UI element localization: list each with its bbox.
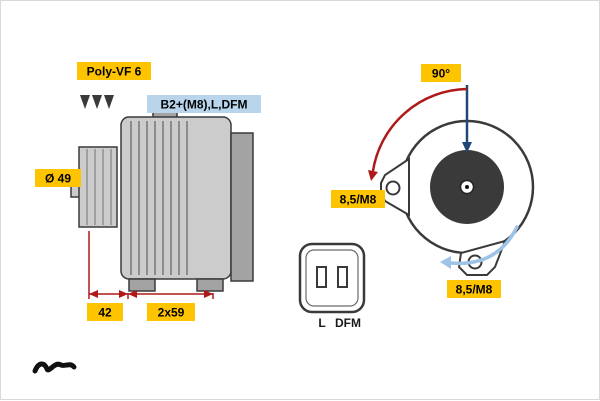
mount-hole-left-label-bg bbox=[331, 190, 385, 208]
dimension-arrowheads bbox=[89, 290, 213, 298]
rear-cover bbox=[230, 132, 254, 282]
mount-hole-bottom-label: 8,5/M8 bbox=[456, 283, 493, 297]
terminal-spec-label-bg bbox=[147, 95, 261, 113]
cooling-fins bbox=[130, 121, 188, 275]
connector-housing-inner bbox=[305, 249, 359, 307]
alternator-housing-side-view bbox=[120, 104, 254, 292]
dim-42-label: 42 bbox=[98, 306, 112, 320]
pulley-grooves bbox=[86, 149, 112, 225]
dimension-lines bbox=[88, 231, 214, 299]
dim-2x59-label-bg bbox=[147, 303, 195, 321]
dim-42-label-bg bbox=[87, 303, 123, 321]
alternator-rear-view bbox=[380, 119, 535, 276]
connector-detail: L DFM bbox=[298, 242, 366, 330]
dim-2x59-label: 2x59 bbox=[158, 306, 185, 320]
mounting-angle-label: 90° bbox=[432, 67, 450, 81]
housing-body bbox=[120, 116, 232, 280]
rotation-direction-arrowhead bbox=[440, 256, 451, 269]
mount-foot-right bbox=[196, 278, 224, 292]
dim-arrow-right-out bbox=[204, 290, 213, 298]
terminal-spec-label: B2+(M8),L,DFM bbox=[161, 98, 248, 112]
mounting-angle-label-bg bbox=[421, 64, 461, 82]
mount-hole-bottom-label-bg bbox=[447, 280, 501, 298]
belt-type-label-bg bbox=[77, 62, 151, 80]
shaft-center-dot bbox=[465, 185, 469, 189]
vertical-axis-arrowhead bbox=[462, 142, 472, 153]
connector-pin-l bbox=[316, 266, 327, 288]
pulley-diameter-label-bg bbox=[35, 169, 81, 187]
callout-labels: Poly-VF 6 B2+(M8),L,DFM Ø 49 42 2x59 90°… bbox=[35, 62, 501, 321]
pulley-side-view bbox=[70, 146, 118, 228]
angle-arc-arrowhead bbox=[368, 170, 378, 181]
dim-arrow-mid-right bbox=[119, 290, 128, 298]
belt-profile-icon bbox=[80, 95, 114, 109]
connector-pin-dfm-label: DFM bbox=[335, 316, 361, 330]
alternator-side-view bbox=[70, 104, 254, 292]
mount-hole-left-label: 8,5/M8 bbox=[340, 193, 377, 207]
angle-arc-90 bbox=[371, 87, 468, 172]
corner-print-mark bbox=[32, 361, 77, 374]
connector-pin-l-label: L bbox=[318, 316, 325, 330]
pulley-diameter-label: Ø 49 bbox=[45, 172, 71, 186]
mount-foot-left bbox=[128, 278, 156, 292]
belt-type-label: Poly-VF 6 bbox=[87, 65, 142, 79]
dim-arrow-left-out bbox=[89, 290, 98, 298]
connector-housing-outer bbox=[298, 242, 366, 314]
rotation-direction-arc bbox=[449, 225, 519, 266]
dim-arrow-mid-left bbox=[128, 290, 137, 298]
connector-pin-dfm bbox=[337, 266, 348, 288]
mount-hole-left bbox=[385, 180, 401, 196]
